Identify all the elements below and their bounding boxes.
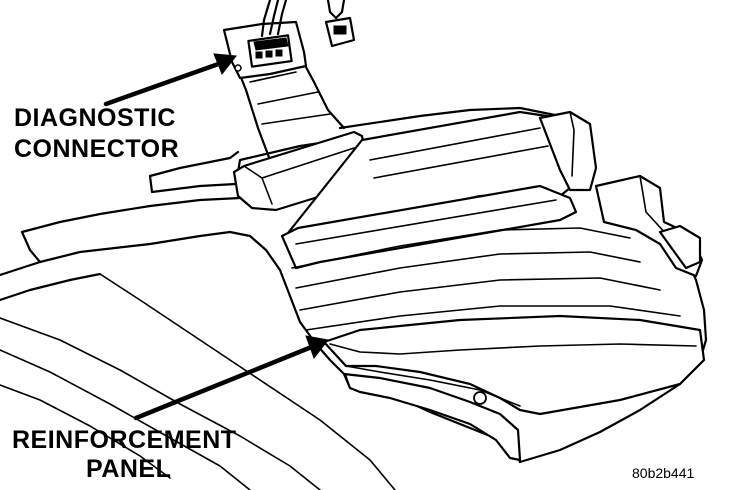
figure-id: 80b2b441	[632, 465, 695, 481]
reinforcement-panel	[322, 314, 706, 462]
ribbed-panel	[280, 110, 681, 331]
tunnel-right	[594, 174, 704, 278]
label-connector: CONNECTOR	[14, 135, 180, 163]
connector-plate	[222, 0, 308, 80]
label-reinforcement: REINFORCEMENT	[12, 426, 237, 454]
arrow-diagnostic	[103, 53, 237, 107]
floor-lines	[0, 196, 396, 490]
label-panel: PANEL	[86, 455, 172, 483]
label-diagnostic: DIAGNOSTIC	[14, 104, 176, 132]
arrow-reinforcement	[133, 335, 329, 421]
harness-plug	[324, 0, 356, 48]
